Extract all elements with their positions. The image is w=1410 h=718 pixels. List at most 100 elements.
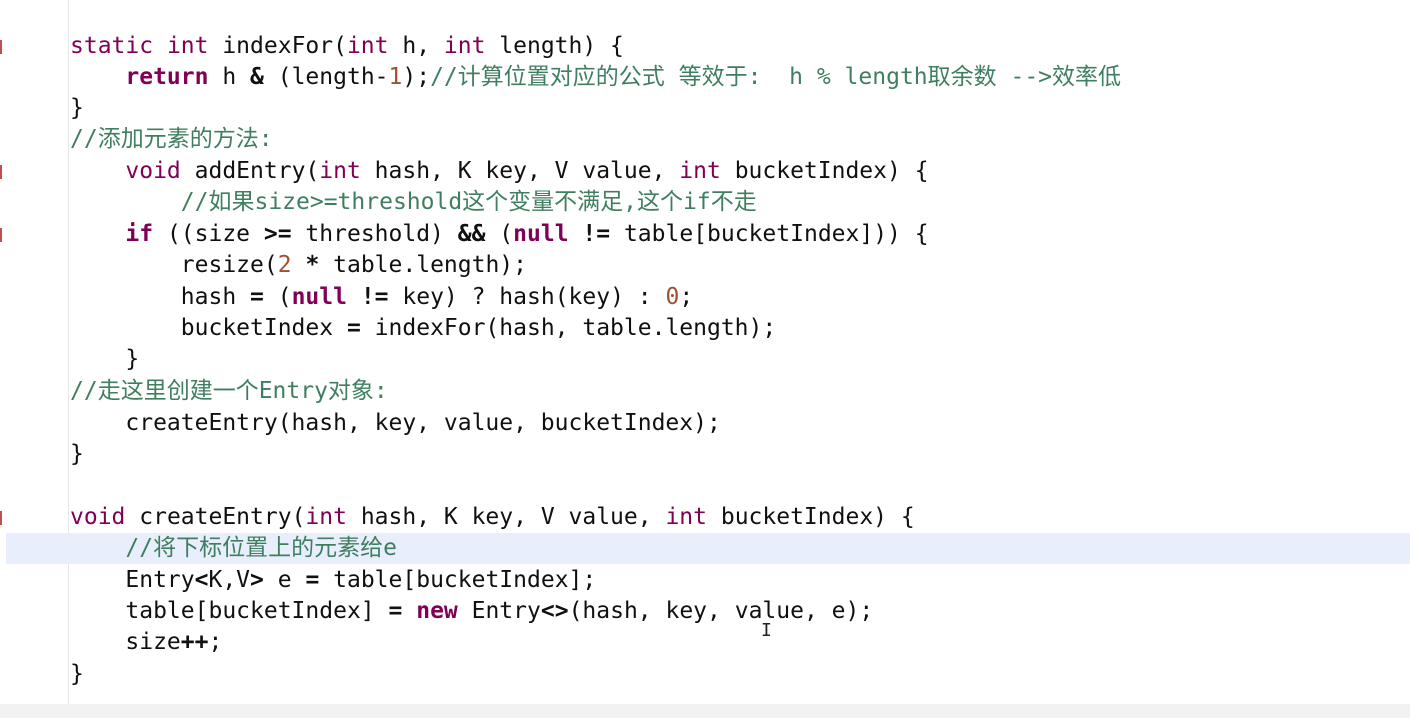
code-token: size	[70, 629, 181, 655]
code-token: 1	[388, 64, 403, 90]
code-line-text: void addEntry(int hash, K key, V value, …	[70, 156, 929, 187]
code-token: bucketIndex) {	[720, 504, 915, 530]
code-line[interactable]: //添加元素的方法:	[0, 124, 1410, 155]
code-token: >=	[263, 221, 292, 247]
code-line[interactable]: //走这里创建一个Entry对象:	[0, 376, 1410, 407]
code-token: K,V	[208, 567, 251, 593]
code-line-text: Entry<K,V> e = table[bucketIndex];	[70, 565, 596, 596]
code-token: table.length);	[319, 252, 528, 278]
code-token: createEntry(	[139, 504, 306, 530]
code-line-text: createEntry(hash, key, value, bucketInde…	[70, 408, 720, 439]
change-marker	[0, 511, 2, 525]
code-token: }	[70, 95, 84, 121]
code-token: int	[443, 33, 500, 59]
code-token: int	[665, 504, 721, 530]
code-token: bucketIndex) {	[734, 158, 929, 184]
code-token: table[bucketIndex];	[319, 567, 597, 593]
code-token: bucketIndex	[70, 315, 347, 341]
code-line[interactable]: if ((size >= threshold) && (null != tabl…	[0, 219, 1410, 250]
code-token: return	[125, 64, 223, 90]
code-line[interactable]: Entry<K,V> e = table[bucketIndex];	[0, 565, 1410, 596]
code-token: Entry	[70, 567, 195, 593]
code-token: !=	[360, 284, 389, 310]
code-token: 2	[277, 252, 292, 278]
code-token	[70, 535, 125, 561]
code-token: }	[70, 441, 84, 467]
code-token: <>	[540, 598, 569, 624]
code-line[interactable]: }	[0, 93, 1410, 124]
code-token: int	[679, 158, 735, 184]
change-marker	[0, 40, 2, 54]
code-line[interactable]: resize(2 * table.length);	[0, 250, 1410, 281]
code-token: length) {	[499, 33, 624, 59]
code-token: table[bucketIndex]	[70, 598, 389, 624]
code-line[interactable]: }	[0, 659, 1410, 690]
code-line[interactable]	[0, 470, 1410, 501]
code-line[interactable]: static int indexFor(int h, int length) {	[0, 31, 1410, 62]
code-token: key) ? hash(key) :	[388, 284, 666, 310]
code-token: int	[305, 504, 361, 530]
code-line[interactable]: hash = (null != key) ? hash(key) : 0;	[0, 282, 1410, 313]
code-token: ((size	[166, 221, 264, 247]
code-token: resize(	[70, 252, 278, 278]
code-token: (	[263, 284, 292, 310]
code-line-text: //添加元素的方法:	[70, 124, 273, 155]
code-token: if	[125, 221, 167, 247]
code-line[interactable]: void createEntry(int hash, K key, V valu…	[0, 502, 1410, 533]
code-line[interactable]: //如果size>=threshold这个变量不满足,这个if不走	[0, 187, 1410, 218]
code-token: <	[194, 567, 209, 593]
code-token: );	[402, 64, 431, 90]
code-line[interactable]: table[bucketIndex] = new Entry<>(hash, k…	[0, 596, 1410, 627]
code-line-text: }	[70, 659, 84, 690]
code-line-text: size++;	[70, 627, 222, 658]
code-token: int	[319, 158, 375, 184]
code-line[interactable]: }	[0, 439, 1410, 470]
code-line-text: resize(2 * table.length);	[70, 250, 527, 281]
code-line-text: //走这里创建一个Entry对象:	[70, 376, 388, 407]
code-token: //添加元素的方法:	[70, 126, 273, 152]
code-token: //如果size>=threshold这个变量不满足,这个if不走	[180, 189, 757, 215]
code-line[interactable]: void addEntry(int hash, K key, V value, …	[0, 156, 1410, 187]
code-line-text: }	[70, 93, 84, 124]
code-token: =	[305, 567, 320, 593]
code-token: (	[485, 221, 514, 247]
code-token: //走这里创建一个Entry对象:	[70, 378, 388, 404]
horizontal-scrollbar[interactable]	[0, 704, 1410, 718]
code-token: //计算位置对应的公式 等效于: h % length取余数 -->效率低	[430, 64, 1122, 90]
code-token: void	[125, 158, 195, 184]
code-line[interactable]: size++;	[0, 627, 1410, 658]
code-token: =	[250, 284, 264, 310]
code-token: void	[70, 504, 140, 530]
code-token: ;	[679, 284, 694, 310]
code-line-text: //将下标位置上的元素给e	[70, 533, 397, 564]
code-token: h	[222, 64, 251, 90]
code-token: &&	[457, 221, 486, 247]
code-token: >	[250, 567, 264, 593]
code-line[interactable]: return h & (length-1);//计算位置对应的公式 等效于: h…	[0, 62, 1410, 93]
code-line-text: table[bucketIndex] = new Entry<>(hash, k…	[70, 596, 873, 627]
code-line[interactable]: bucketIndex = indexFor(hash, table.lengt…	[0, 313, 1410, 344]
text-cursor-icon: I	[761, 620, 772, 641]
code-token	[70, 64, 125, 90]
change-marker	[0, 165, 2, 179]
code-line-text: //如果size>=threshold这个变量不满足,这个if不走	[70, 187, 757, 218]
code-token: (length-	[263, 64, 389, 90]
code-line[interactable]: }	[0, 344, 1410, 375]
code-token: }	[70, 346, 140, 372]
code-token: Entry	[471, 598, 541, 624]
code-line-text: hash = (null != key) ? hash(key) : 0;	[70, 282, 693, 313]
code-token	[292, 252, 306, 278]
code-line-text: bucketIndex = indexFor(hash, table.lengt…	[70, 313, 776, 344]
code-token: (hash, key, value, e);	[568, 598, 874, 624]
code-token: addEntry(	[194, 158, 320, 184]
code-line-text: return h & (length-1);//计算位置对应的公式 等效于: h…	[70, 62, 1121, 93]
code-token: int	[166, 33, 223, 59]
code-token: indexFor(hash, table.length);	[360, 315, 777, 341]
code-token: }	[70, 661, 84, 687]
code-token: e	[263, 567, 306, 593]
code-token: indexFor(	[222, 33, 347, 59]
code-token: !=	[582, 221, 611, 247]
code-line[interactable]: //将下标位置上的元素给e	[6, 533, 1410, 564]
code-line[interactable]: createEntry(hash, key, value, bucketInde…	[0, 408, 1410, 439]
